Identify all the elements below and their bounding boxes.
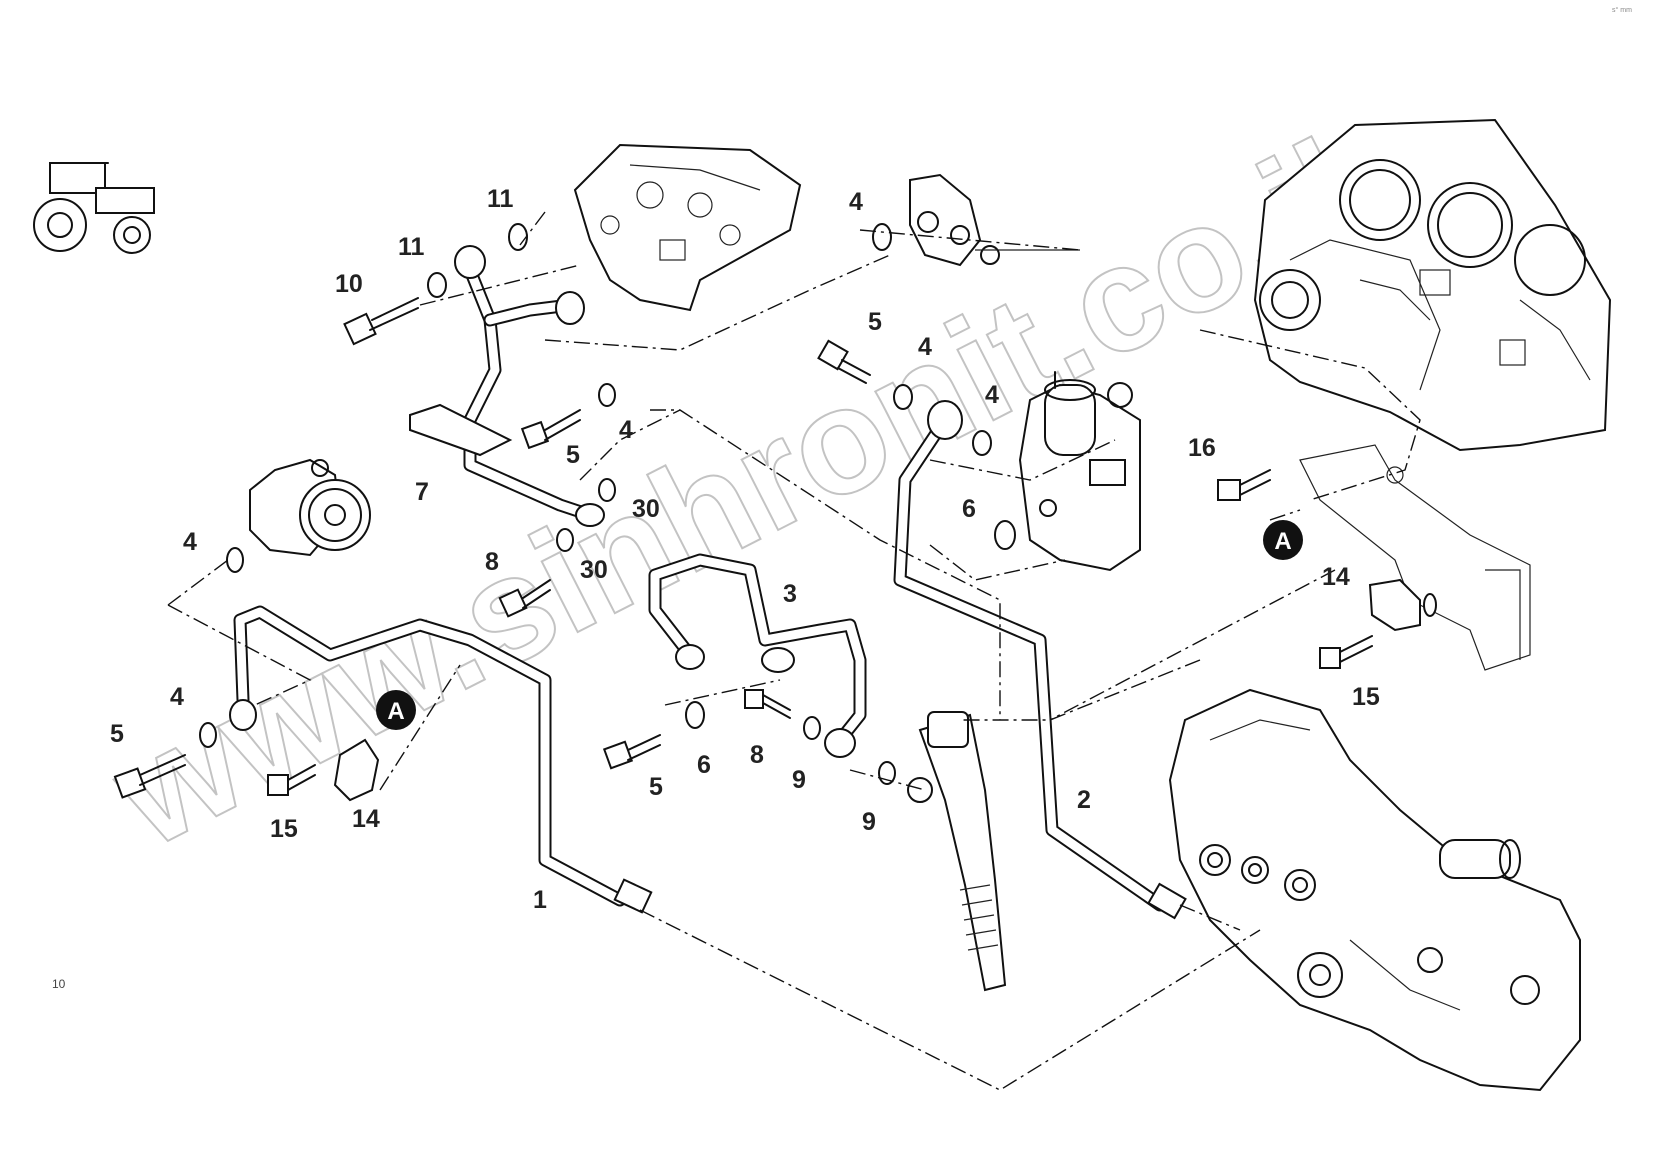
callout-11: 11 [398, 233, 425, 261]
bolt-5d [602, 734, 661, 770]
callout-16: 16 [1188, 434, 1216, 462]
callout-4: 4 [849, 188, 863, 216]
washer-4e [226, 547, 244, 573]
bolt-8b [744, 689, 791, 719]
mounting-bracket [1299, 444, 1531, 671]
washer-11a [508, 223, 528, 251]
callout-9: 9 [792, 766, 806, 794]
callout-5: 5 [868, 308, 882, 336]
callout-5: 5 [566, 441, 580, 469]
pipe-7-return-line [409, 245, 605, 527]
pipe-2 [893, 400, 1187, 920]
injector-nozzle [907, 711, 1007, 992]
callout-4: 4 [619, 416, 633, 444]
callout-30: 30 [632, 495, 660, 523]
washer-6a [994, 520, 1016, 550]
callout-5: 5 [649, 773, 663, 801]
reference-marker-a-right: A [1263, 520, 1303, 560]
bolt-5b [520, 409, 581, 450]
callout-14: 14 [352, 805, 380, 833]
washer-4b [893, 384, 913, 410]
corner-note: s° mm [1612, 6, 1632, 14]
callout-9: 9 [862, 808, 876, 836]
callout-4: 4 [985, 381, 999, 409]
injection-pump-housing [1168, 688, 1581, 1092]
callout-15: 15 [1352, 683, 1380, 711]
callout-6: 6 [697, 751, 711, 779]
callout-14: 14 [1322, 563, 1350, 591]
clamp-14a [333, 738, 380, 802]
reference-marker-a-left: A [376, 690, 416, 730]
engine-block-right [1253, 118, 1612, 452]
callout-8: 8 [750, 741, 764, 769]
marker-a-label: A [387, 698, 404, 725]
bolt-16 [1217, 469, 1271, 501]
bolts-and-washers [113, 223, 1437, 802]
callout-6: 6 [962, 495, 976, 523]
callout-7: 7 [415, 478, 429, 506]
callout-15: 15 [270, 815, 298, 843]
bolt-10 [343, 297, 419, 346]
washer-30b [556, 528, 574, 552]
tractor-icon [33, 162, 155, 254]
washer-6b [685, 701, 705, 729]
callout-10: 10 [335, 270, 363, 298]
callout-4: 4 [183, 528, 197, 556]
bolt-15a [267, 764, 316, 796]
washer-4d [598, 383, 616, 407]
fuel-pump-gear [249, 458, 371, 557]
washer-9a [803, 716, 821, 740]
washer-11b [427, 272, 447, 298]
callout-labels: 11 11 10 4 5 4 4 4 5 7 30 6 16 4 8 30 3 … [110, 185, 1380, 914]
leader-lines [167, 211, 1421, 1091]
callout-2: 2 [1077, 786, 1091, 814]
bolt-5c [113, 754, 186, 799]
cylinder-head-top [573, 143, 802, 312]
callout-4: 4 [170, 683, 184, 711]
bolt-8a [498, 579, 551, 618]
marker-a-label: A [1274, 528, 1291, 555]
callout-3: 3 [783, 580, 797, 608]
callout-30: 30 [580, 556, 608, 584]
washer-30a [598, 478, 616, 502]
bolt-5a [817, 339, 871, 384]
pipe-3 [648, 553, 867, 758]
callout-11: 11 [487, 185, 514, 213]
callout-5: 5 [110, 720, 124, 748]
fitting-block-top [909, 173, 1080, 267]
washer-4c [972, 430, 992, 456]
page-number-fragment: 10 [52, 977, 66, 991]
pipe-1 [229, 605, 653, 914]
bolt-15b [1319, 635, 1373, 669]
callout-8: 8 [485, 548, 499, 576]
fuel-filter-assembly [1018, 371, 1141, 572]
callout-1: 1 [533, 886, 547, 914]
clamp-14b [1368, 578, 1437, 632]
washer-4a [872, 223, 892, 251]
washer-4f [199, 722, 217, 748]
callout-4: 4 [918, 333, 932, 361]
